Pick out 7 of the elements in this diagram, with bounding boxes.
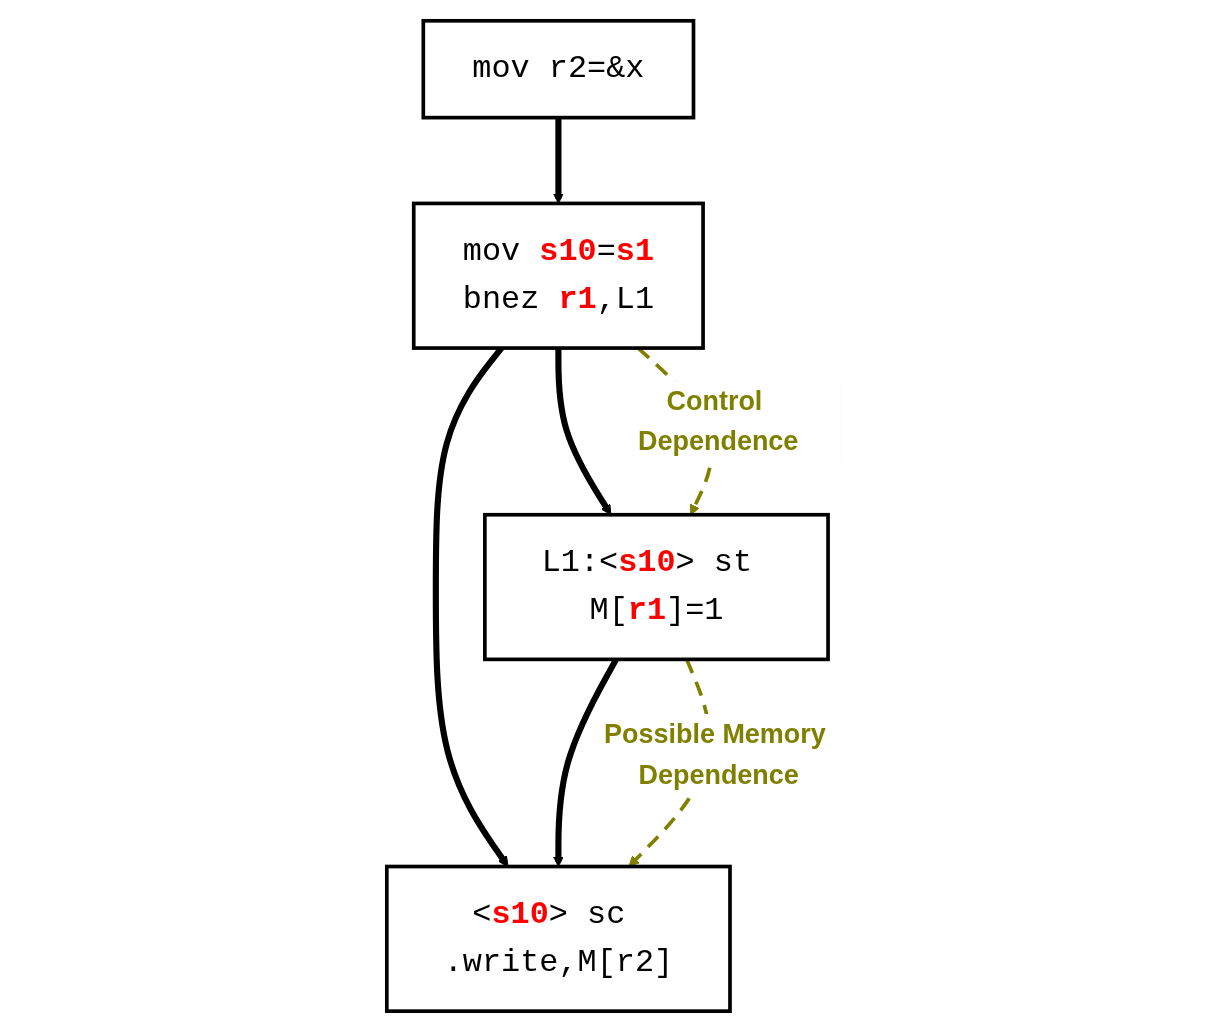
arrow — [555, 347, 612, 515]
edge-label: Control Dependence — [637, 384, 799, 456]
node-box: <s10> sc .write,M[r2] — [384, 864, 732, 1013]
edge-label: Possible Memory Dependence — [603, 718, 826, 790]
node-box: L1:<s10> st M[r1]=1 — [483, 512, 830, 661]
node-box: mov s10=s1 bnez r1,L1 — [411, 201, 705, 350]
node-box: mov r2=&x — [421, 18, 696, 119]
